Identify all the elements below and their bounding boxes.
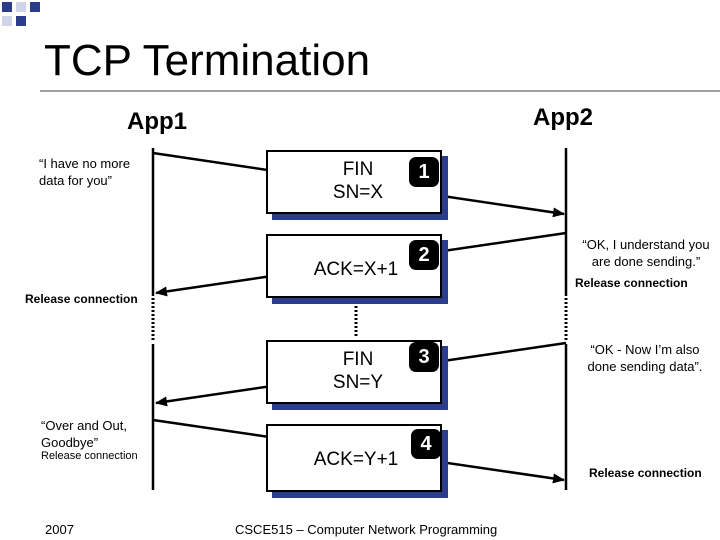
app1-release-connection: Release connection bbox=[25, 292, 138, 306]
app2-note-understand: “OK, I understand you are done sending.” bbox=[582, 237, 710, 269]
app1-note-over-out: “Over and Out, Goodbye” bbox=[41, 418, 127, 450]
step-badge-2: 2 bbox=[409, 240, 439, 270]
segment-line: ACK=X+1 bbox=[313, 259, 399, 280]
title-rule bbox=[40, 90, 720, 92]
app1-note-no-more: “I have no more data for you” bbox=[39, 156, 131, 188]
app2-release-connection: Release connection bbox=[575, 276, 688, 290]
step-badge-4: 4 bbox=[411, 429, 441, 459]
app1-release-connection: Release connection bbox=[41, 450, 138, 462]
footer-course: CSCE515 – Computer Network Programming bbox=[235, 522, 498, 537]
app2-note-ok-done: “OK - Now I’m also done sending data”. bbox=[587, 342, 703, 374]
app1-label: App1 bbox=[127, 108, 187, 135]
segment-line: SN=X bbox=[332, 182, 384, 203]
footer-year: 2007 bbox=[45, 522, 74, 537]
segment-box-ack-y: ACK=Y+1 bbox=[266, 424, 442, 492]
segment-line: FIN bbox=[342, 349, 374, 370]
corner-decoration bbox=[2, 2, 40, 26]
segment-line: ACK=Y+1 bbox=[313, 449, 399, 470]
step-badge-3: 3 bbox=[409, 342, 439, 372]
segment-line: SN=Y bbox=[332, 372, 384, 393]
app2-label: App2 bbox=[533, 104, 593, 131]
segment-line: FIN bbox=[342, 159, 374, 180]
slide-title: TCP Termination bbox=[44, 36, 371, 85]
app2-release-connection: Release connection bbox=[589, 466, 702, 480]
step-badge-1: 1 bbox=[409, 157, 439, 187]
